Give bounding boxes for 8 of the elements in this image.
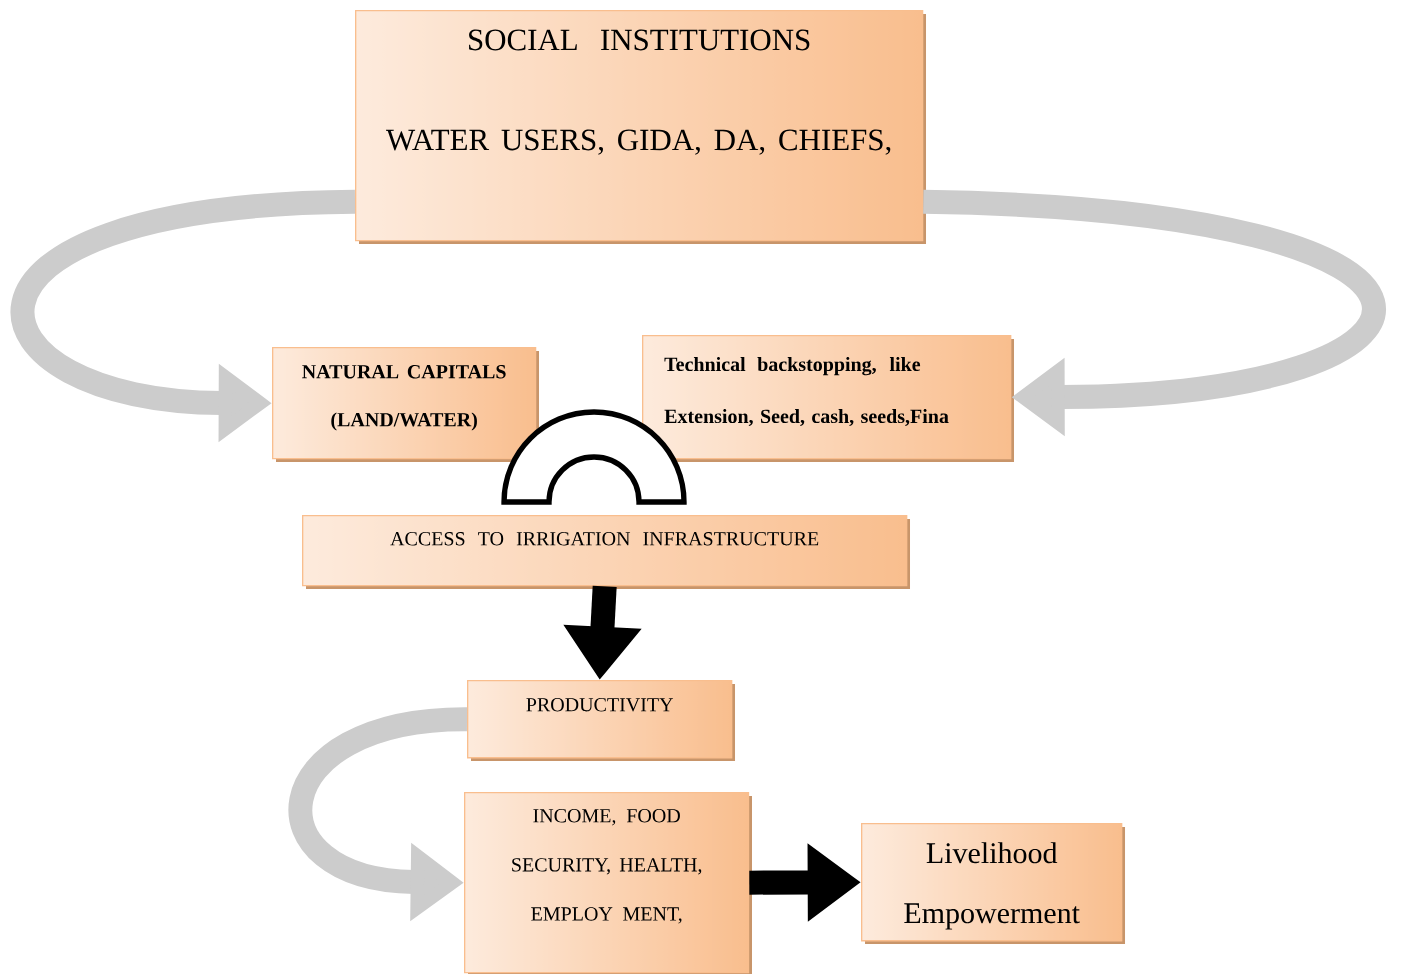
process-box: Technical backstopping, like Extension, Seed, cash, seeds,Fina <box>642 335 1014 462</box>
process-box: ACCESS TO IRRIGATION INFRASTRUCTURE <box>302 515 910 589</box>
process-box: SOCIAL INSTITUTIONS WATER USERS, GIDA, DA, CHIEFS, <box>355 10 926 244</box>
curved-arrow <box>922 189 1385 437</box>
process-box: Livelihood Empowerment <box>861 823 1125 944</box>
process-box: PRODUCTIVITY <box>467 680 735 761</box>
process-box: INCOME, FOOD SECURITY, HEALTH, EMPLOY MENT, <box>464 792 752 974</box>
process-box: NATURAL CAPITALS (LAND/WATER) <box>272 347 539 462</box>
